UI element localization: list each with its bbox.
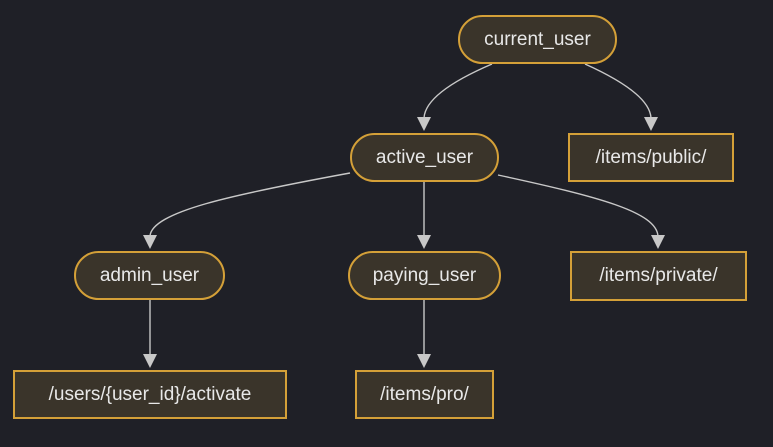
arrowhead-paying-user [417, 235, 431, 249]
arrowhead-items-public [644, 117, 658, 131]
arrowhead-items-pro [417, 354, 431, 368]
edge-current-user-to-active-user [423, 63, 493, 119]
edge-current-user-to-items-public [584, 63, 652, 119]
arrowhead-items-private [651, 235, 665, 249]
node-items-pro: /items/pro/ [355, 370, 494, 419]
node-admin-user: admin_user [74, 251, 225, 300]
node-current-user: current_user [458, 15, 617, 64]
edge-active-user-to-items-private [497, 174, 659, 237]
node-items-public: /items/public/ [568, 133, 734, 182]
node-active-user: active_user [350, 133, 499, 182]
arrowhead-users-activate [143, 354, 157, 368]
node-items-private: /items/private/ [570, 251, 747, 301]
arrowhead-active-user [417, 117, 431, 131]
arrowhead-admin-user [143, 235, 157, 249]
edge-active-user-to-admin-user [149, 172, 351, 237]
node-paying-user: paying_user [348, 251, 501, 300]
node-users-activate: /users/{user_id}/activate [13, 370, 287, 419]
